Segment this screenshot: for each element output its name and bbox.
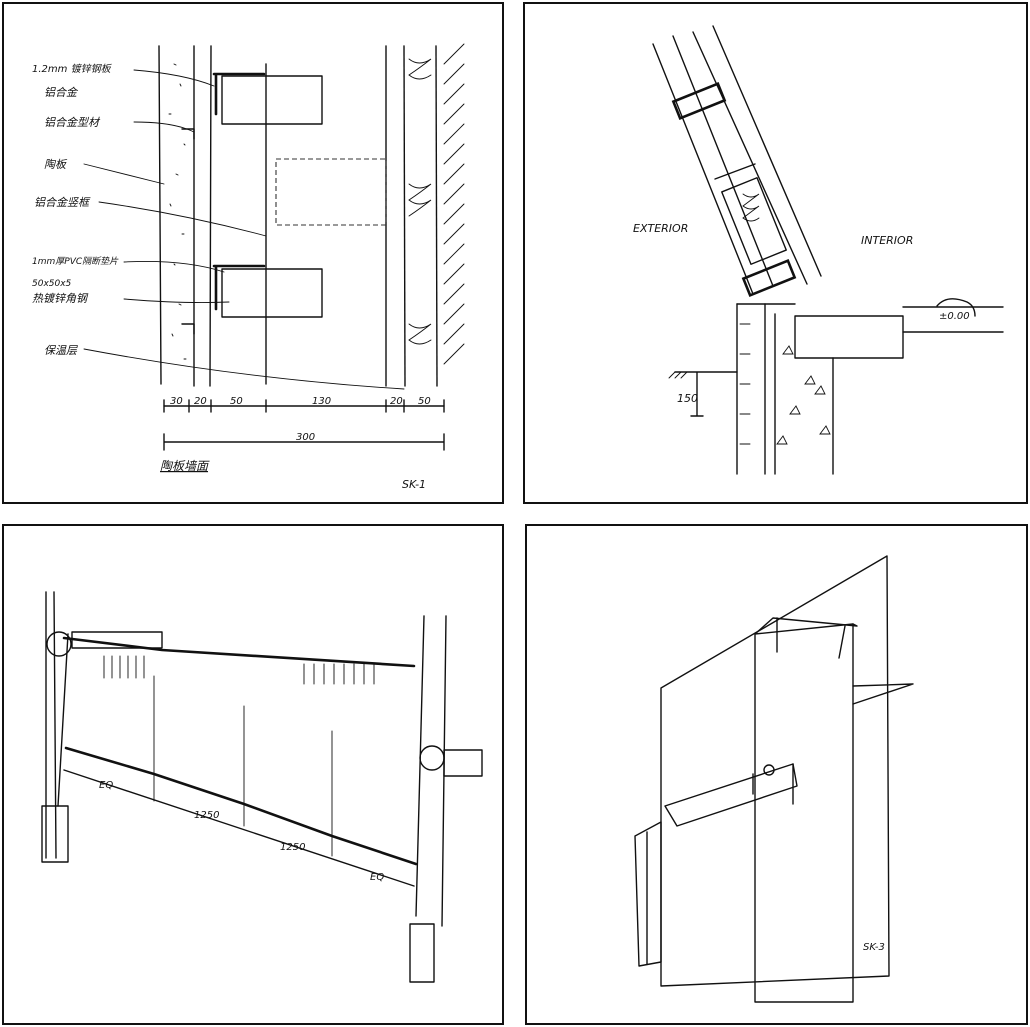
plan-text-layer: EQ 1250 1250 EQ xyxy=(99,780,384,883)
label-steel-plate: 1.2mm 镀锌钢板 xyxy=(32,63,113,75)
dim-30: 30 xyxy=(170,396,183,407)
sketch-panel-sk1: 1.2mm 镀锌钢板 铝合金 铝合金型材 陶板 铝合金竖框 1mm厚PVC隔断垫… xyxy=(2,2,504,504)
sketch-panel-section: EXTERIOR INTERIOR ±0.00 150 xyxy=(523,2,1028,504)
label-aluminium-profile: 铝合金型材 xyxy=(44,116,101,129)
sketch-panel-axonometric: SK-3 xyxy=(525,524,1028,1025)
label-interior: INTERIOR xyxy=(861,234,913,247)
axonometric-drawing xyxy=(634,555,914,1003)
dim-eq-left: EQ xyxy=(99,780,113,791)
sk1-drawing xyxy=(83,43,465,451)
label-level: ±0.00 xyxy=(939,311,970,322)
plan-drawing xyxy=(41,591,483,983)
section-drawing xyxy=(652,25,1004,475)
sk1-text-layer: 1.2mm 镀锌钢板 铝合金 铝合金型材 陶板 铝合金竖框 1mm厚PVC隔断垫… xyxy=(32,63,431,491)
dim-20b: 20 xyxy=(390,396,403,407)
label-pvc-gasket: 1mm厚PVC隔断垫片 xyxy=(32,256,119,267)
label-angle-size: 50x50x5 xyxy=(32,279,72,289)
label-galvanized-angle: 热镀锌角钢 xyxy=(32,292,89,305)
dim-1250-b: 1250 xyxy=(280,842,305,853)
dim-130: 130 xyxy=(312,396,331,407)
label-exterior: EXTERIOR xyxy=(633,222,688,235)
axonometric-text-layer: SK-3 xyxy=(863,942,885,953)
dim-1250-a: 1250 xyxy=(194,810,219,821)
dim-50b: 50 xyxy=(418,396,431,407)
dim-50: 50 xyxy=(230,396,243,407)
section-text-layer: EXTERIOR INTERIOR ±0.00 150 xyxy=(633,222,970,405)
label-terracotta-panel: 陶板 xyxy=(44,158,68,171)
dim-eq-right: EQ xyxy=(370,872,384,883)
sheet-label-sk3: SK-3 xyxy=(863,942,885,953)
sketch-panel-plan: EQ 1250 1250 EQ xyxy=(2,524,504,1025)
dim-20: 20 xyxy=(194,396,207,407)
dim-total: 300 xyxy=(296,432,315,443)
sheet-label-sk1: SK-1 xyxy=(402,478,426,491)
drawing-caption: 陶板墙面 xyxy=(160,459,210,473)
label-insulation: 保温层 xyxy=(44,344,78,357)
label-height: 150 xyxy=(677,392,698,405)
label-aluminium: 铝合金 xyxy=(44,86,79,99)
label-aluminium-mullion: 铝合金竖框 xyxy=(34,196,91,209)
